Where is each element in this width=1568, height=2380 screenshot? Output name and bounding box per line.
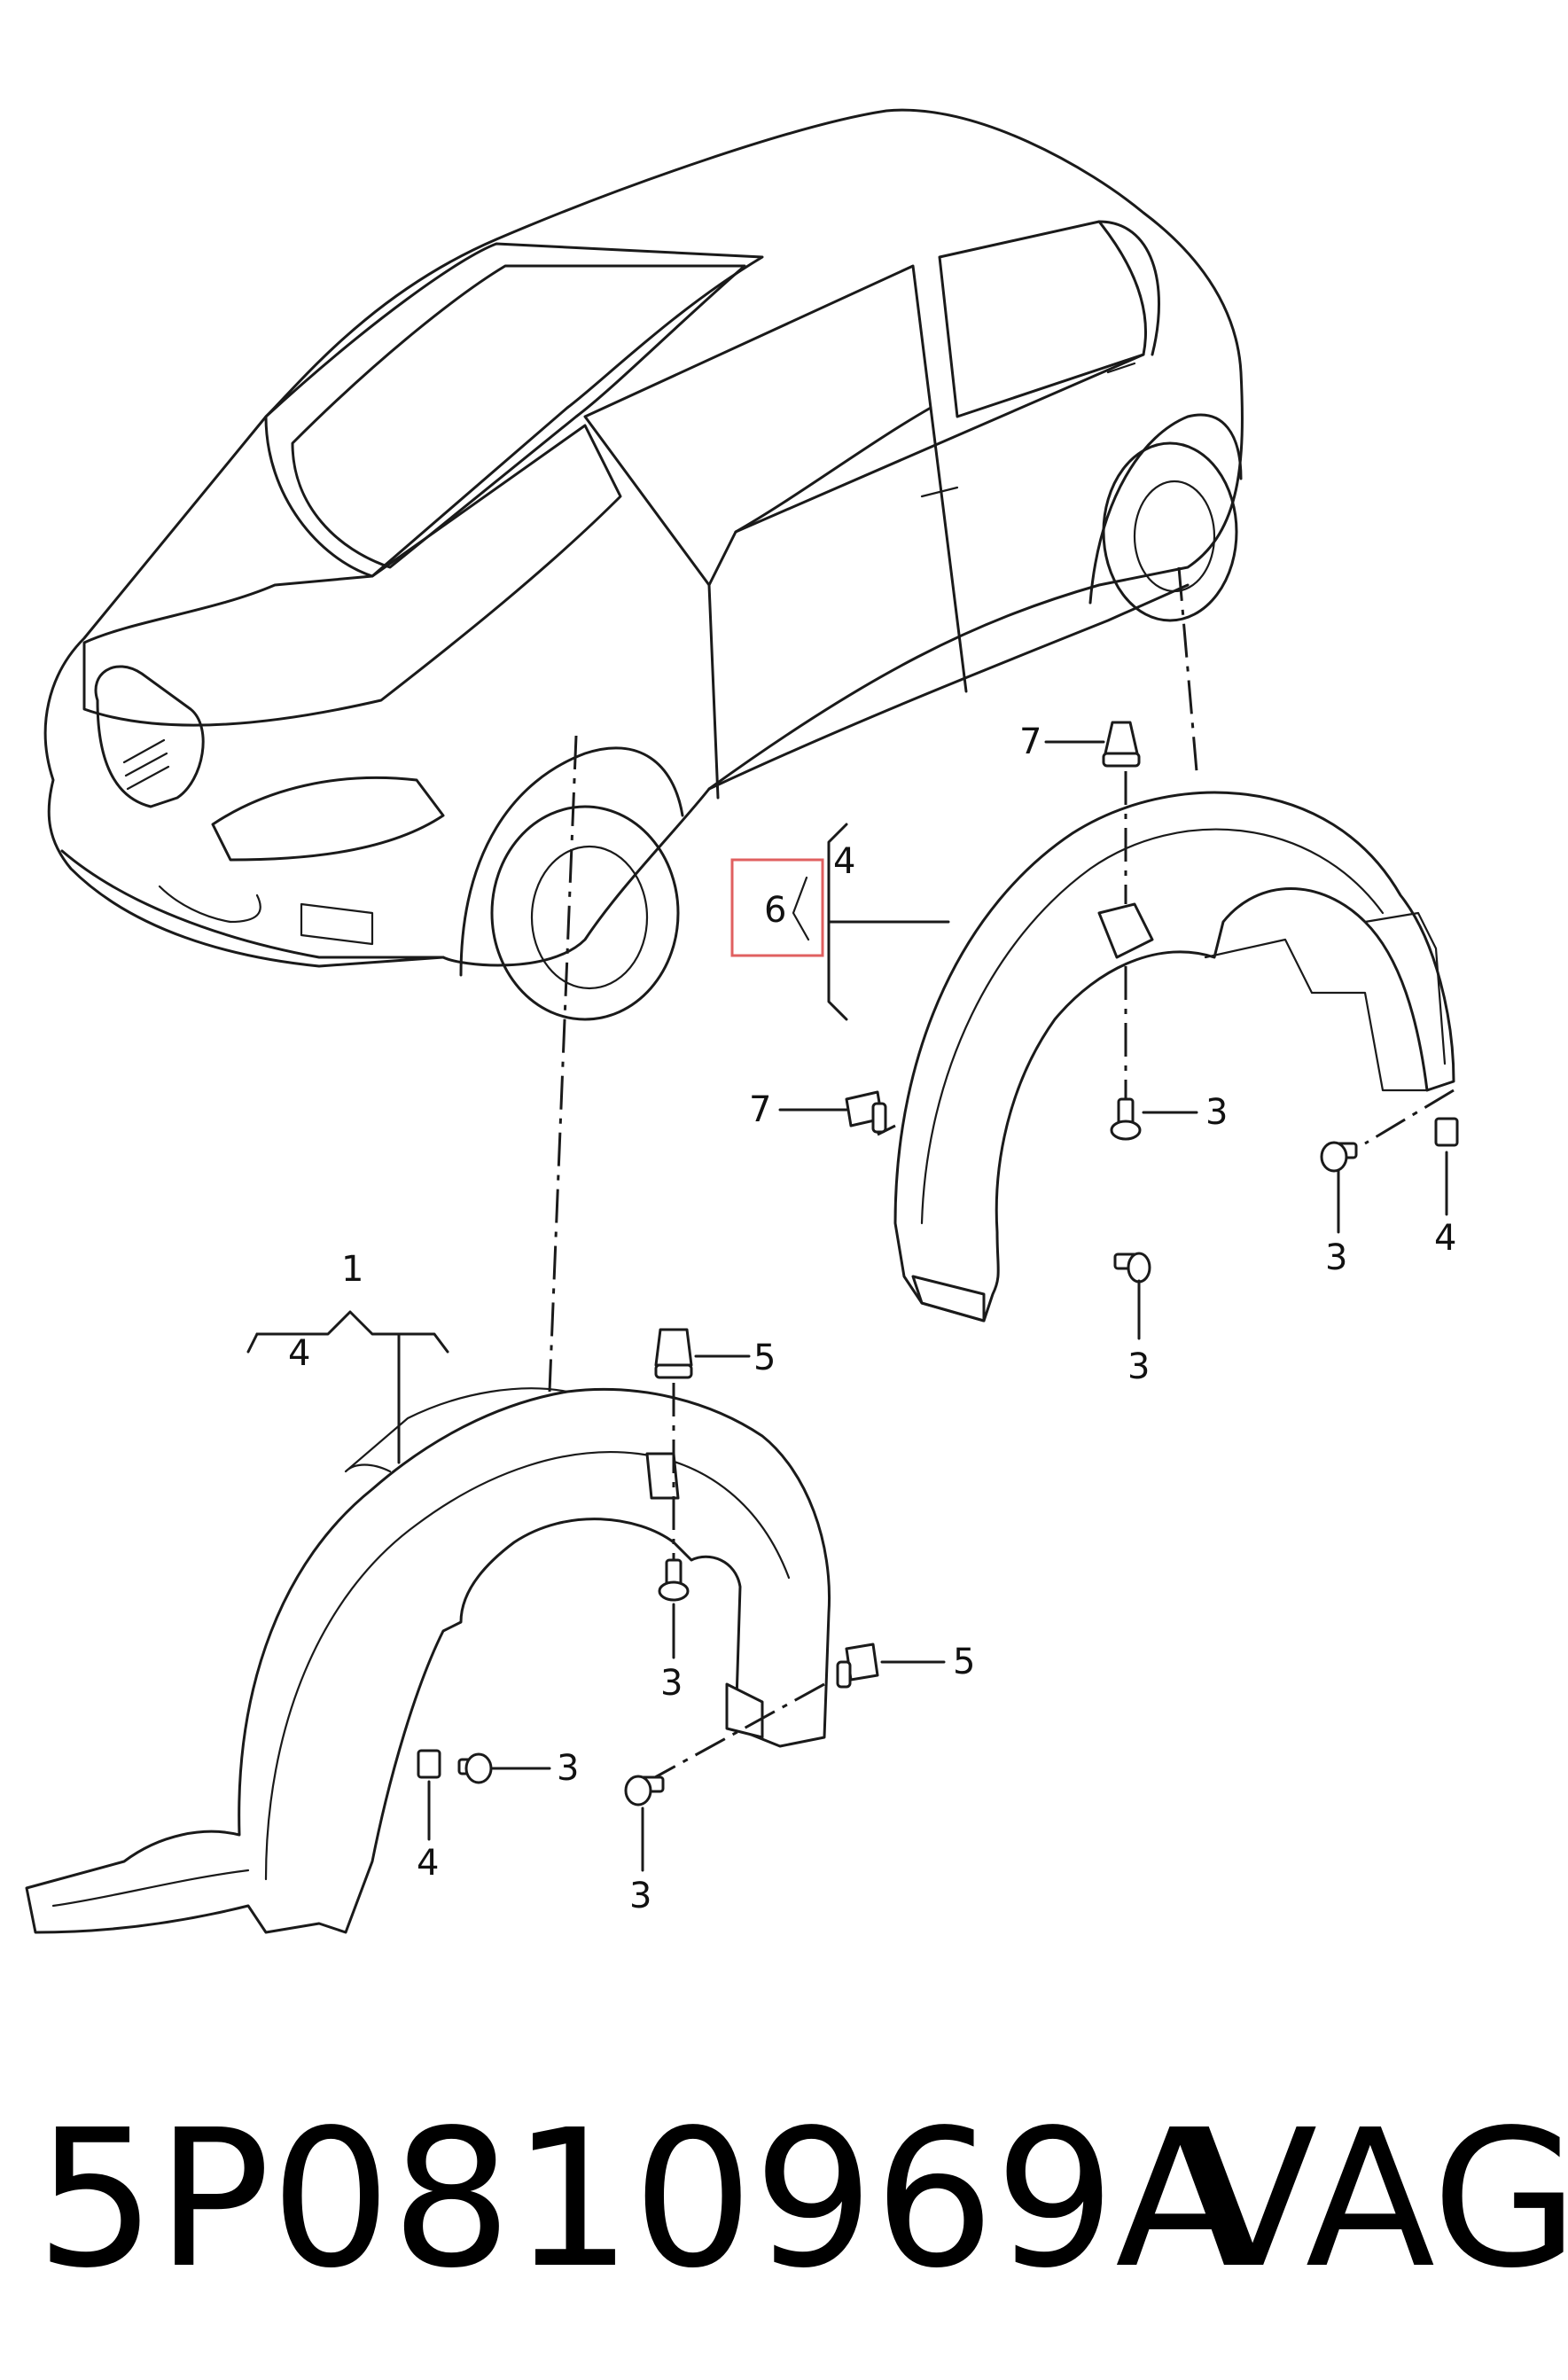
fasteners <box>417 721 1459 1806</box>
leader-lines <box>246 740 1448 1872</box>
assembly-guide-lines <box>548 566 1455 1783</box>
callout-nut-rear: 4 <box>1434 1218 1456 1259</box>
car-illustration <box>43 108 1244 1021</box>
nut-rear-icon <box>1434 1117 1459 1147</box>
callout-screw-c: 3 <box>557 1748 579 1789</box>
callout-clip-top: 5 <box>753 1338 776 1378</box>
screw-rear-inner-icon <box>1110 1097 1142 1141</box>
brand-name: VAG <box>1188 2089 1568 2310</box>
callout-front-liner: 1 <box>341 1249 363 1290</box>
callout-screw-b: 3 <box>629 1876 651 1916</box>
callout-front-bracket-qty: 4 <box>288 1333 310 1374</box>
callout-labels: 7 7 3 3 3 4 4 6 1 4 5 5 3 3 3 4 <box>288 722 1456 1916</box>
callout-screw-rear-right: 3 <box>1325 1237 1347 1278</box>
screw-rear-low-icon <box>1113 1252 1151 1284</box>
rivet-top-icon <box>1102 721 1141 768</box>
callout-rear-bracket-qty: 4 <box>833 841 855 882</box>
callout-rear-liner: 6 <box>764 890 786 931</box>
callout-nut-front: 4 <box>417 1843 439 1884</box>
callout-rivet-side: 7 <box>749 1089 771 1130</box>
callout-rivet-top: 7 <box>1019 722 1041 762</box>
screw-front-bottom-icon <box>624 1775 665 1806</box>
screw-rear-right-icon <box>1320 1141 1358 1173</box>
screw-front-top-icon <box>658 1558 690 1602</box>
clip-top-icon <box>654 1328 693 1379</box>
front-wheel-liner <box>25 1387 831 1934</box>
callout-screw-a: 3 <box>660 1663 683 1704</box>
callout-screw-rear-inner: 3 <box>1205 1092 1228 1133</box>
screw-front-left-icon <box>457 1752 493 1784</box>
part-number: 5P0810969A <box>35 2089 1245 2310</box>
brace-tip <box>792 876 810 941</box>
nut-front-icon <box>417 1749 441 1779</box>
clip-side-icon <box>836 1643 879 1689</box>
callout-screw-rear-low: 3 <box>1127 1346 1150 1387</box>
highlight-box <box>730 858 824 957</box>
rivet-side-icon <box>845 1090 887 1134</box>
callout-clip-side: 5 <box>953 1642 975 1682</box>
rear-wheel-liner <box>893 791 1455 1323</box>
